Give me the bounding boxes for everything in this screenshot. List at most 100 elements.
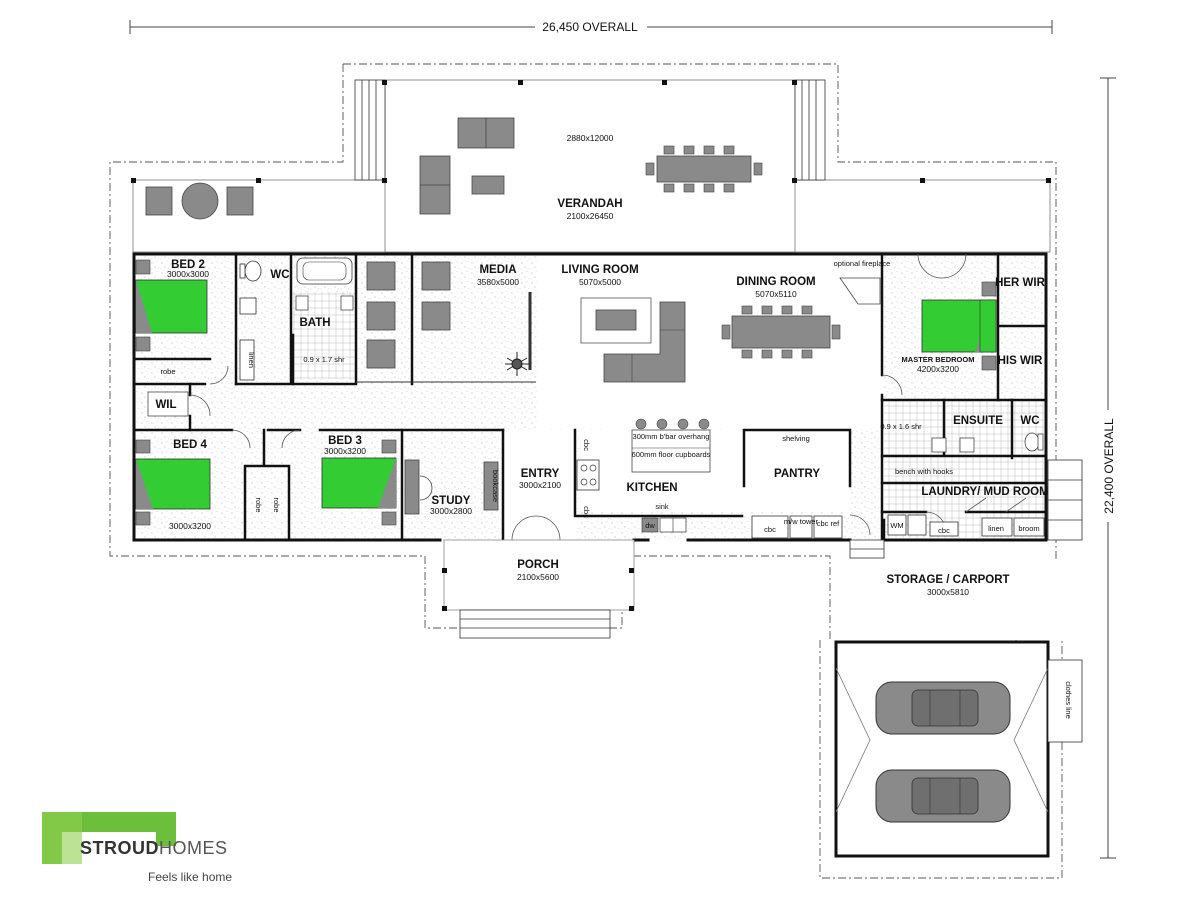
bed-4-label: BED 4 [173, 439, 207, 451]
dining-room-furniture [721, 305, 841, 359]
storage-carport-label: STORAGE / CARPORT [886, 574, 1009, 586]
overall-depth-label: 22,400 OVERALL [1102, 418, 1116, 514]
brand-name-thin: HOMES [159, 838, 228, 858]
ensuite-fixtures [931, 432, 1044, 453]
eave-lines [109, 63, 1063, 879]
bed-4-robe-label: robe [254, 497, 263, 512]
stroud-homes-logo: STROUDHOMES Feels like home [42, 812, 252, 887]
study-label: STUDY [432, 495, 471, 507]
bed-3-furniture [321, 439, 397, 526]
broom-label: broom [1018, 524, 1039, 533]
entry-label: ENTRY [521, 468, 560, 480]
dining-room-size: 5070x5110 [755, 289, 797, 299]
bar-overhang-label: 300mm b'bar overhang [633, 432, 710, 441]
media-size: 3580x5000 [477, 277, 519, 287]
floor-cupboards-label-1: 600mm floor cupboards [632, 450, 711, 459]
shelving-label: shelving [782, 434, 810, 443]
kitchen-cbc-label-1: cbc [582, 439, 591, 451]
entry-size: 3000x2100 [519, 480, 561, 490]
fireplace-label: optional fireplace [834, 259, 891, 268]
living-room-size: 5070x5000 [579, 277, 621, 287]
laundry-label: LAUNDRY/ MUD ROOM [921, 486, 1048, 498]
laundry-linen-label: linen [988, 524, 1004, 533]
logo-mark-icon [42, 812, 176, 864]
wil-closet [147, 391, 189, 417]
pantry-cbc-label: cbc [764, 525, 776, 534]
study-furniture [404, 459, 499, 515]
wc-1-label: WC [270, 269, 289, 281]
living-room-furniture [580, 297, 686, 383]
bed-2-robe-label: robe [160, 367, 175, 376]
laundry-fixtures [887, 514, 1045, 537]
verandah-posts [131, 80, 1051, 183]
bath-shower-size: 0.9 x 1.7 shr [303, 355, 345, 364]
cbc-ref-label: cbc ref [817, 519, 840, 528]
bed-3-label: BED 3 [328, 435, 362, 447]
side-steps [849, 459, 1083, 559]
porch-size: 2100x5600 [517, 572, 559, 582]
kitchen-stove [576, 459, 600, 491]
microwave-tower-label: m/w tower [784, 517, 819, 526]
bath-fixtures [295, 257, 354, 311]
wil-label: WIL [155, 399, 176, 411]
verandah-steps-right [794, 79, 826, 181]
verandah-size: 2100x26450 [567, 211, 614, 221]
bed-2-furniture [135, 259, 208, 352]
car-top [875, 681, 1011, 735]
verandah-upper-size: 2880x12000 [567, 133, 614, 143]
carport [834, 640, 1083, 858]
overall-depth-dimension: 22,400 OVERALL [1100, 77, 1116, 859]
storage-carport-size: 3000x5810 [927, 587, 969, 597]
media-wall-details [356, 292, 536, 383]
her-wir-label: HER WIR [995, 277, 1046, 289]
kitchen-sink [641, 517, 687, 533]
bookcase-label: bookcase [491, 470, 500, 502]
sink-label: sink [655, 502, 669, 511]
bath-label: BATH [299, 317, 330, 329]
walls [132, 252, 1048, 542]
master-bedroom-label: MASTER BEDROOM [902, 355, 975, 364]
door-swings [189, 253, 1039, 663]
brand-name: STROUDHOMES [80, 838, 228, 859]
living-room-label: LIVING ROOM [561, 264, 638, 276]
porch-label: PORCH [517, 559, 559, 571]
bench-hooks-label: bench with hooks [895, 467, 953, 476]
overall-width-label: 26,450 OVERALL [542, 20, 638, 34]
his-wir-label: HIS WIR [998, 355, 1043, 367]
media-seating [366, 261, 451, 369]
washing-machine-label: WM [890, 521, 903, 530]
brand-tagline: Feels like home [148, 870, 233, 884]
laundry-cbc-label: cbc [938, 526, 950, 535]
wc-1-fixtures [239, 260, 262, 381]
interior-floors [134, 254, 1046, 540]
kitchen-cbc-label-2: cbc [582, 506, 591, 518]
master-bed-furniture [921, 281, 997, 371]
brand-name-bold: STROUD [80, 838, 159, 858]
pantry-cabinets [751, 515, 843, 539]
bed-2-label: BED 2 [171, 259, 205, 271]
kitchen-label: KITCHEN [626, 482, 677, 494]
car-bottom [875, 769, 1011, 823]
ensuite-label: ENSUITE [953, 415, 1003, 427]
wc-2-label: WC [1020, 415, 1039, 427]
verandah-furniture [145, 117, 763, 220]
media-label: MEDIA [479, 264, 516, 276]
clothes-line-label: clothes line [1064, 681, 1073, 719]
bed-3-robe-label: robe [272, 497, 281, 512]
verandah-steps-left [354, 79, 386, 181]
bed-3-size: 3000x3200 [324, 446, 366, 456]
plant-icon [505, 352, 529, 376]
fireplace [839, 277, 881, 305]
master-bedroom-size: 4200x3200 [917, 364, 959, 374]
bed-4-size: 3000x3200 [169, 521, 211, 531]
bed-4-furniture [135, 439, 211, 526]
dining-room-label: DINING ROOM [736, 276, 815, 288]
porch [442, 539, 635, 639]
kitchen-island [631, 418, 711, 473]
linen-label: linen [247, 352, 256, 368]
dishwasher-label: dw [645, 521, 655, 530]
pantry-label: PANTRY [774, 468, 820, 480]
bed-2-size: 3000x3000 [167, 269, 209, 279]
ensuite-shower-size: 0.9 x 1.6 shr [880, 422, 922, 431]
